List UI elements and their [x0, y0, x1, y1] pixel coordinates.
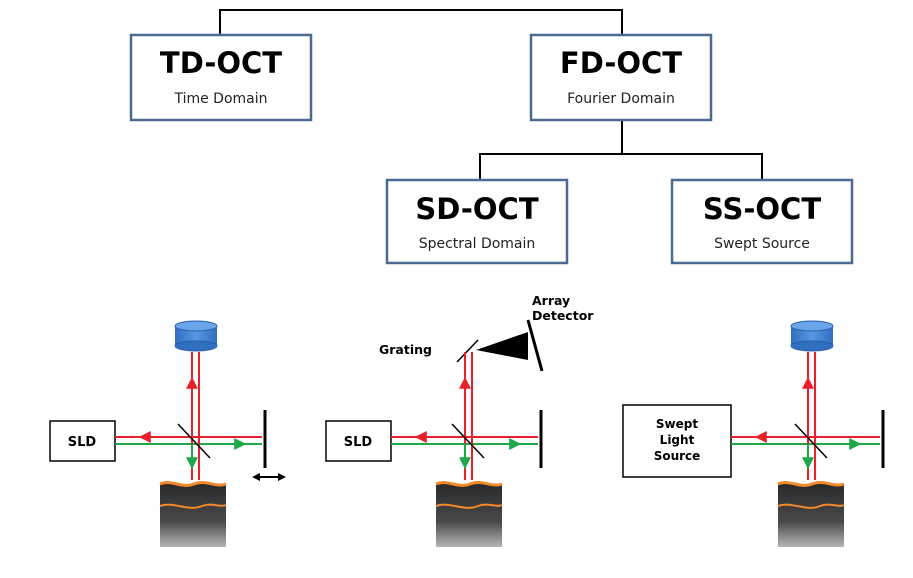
sample-tissue — [159, 480, 227, 547]
ss-oct-title: SS-OCT — [703, 192, 821, 226]
detector-cylinder-icon — [790, 320, 834, 352]
fd-oct-subtitle: Fourier Domain — [567, 91, 675, 107]
ss-oct-setup: Swept Light Source — [622, 320, 885, 547]
grating-label: Grating — [379, 342, 432, 357]
fd-oct-title: FD-OCT — [560, 46, 682, 80]
source-label: Source — [654, 449, 701, 463]
td-oct-subtitle: Time Domain — [173, 91, 267, 107]
fd-oct-node: FD-OCT Fourier Domain — [529, 33, 713, 122]
grating — [456, 339, 479, 363]
swept-label: Swept — [656, 417, 698, 431]
array-detector-plate — [526, 319, 544, 372]
detector-cylinder-icon — [174, 320, 218, 352]
td-oct-title: TD-OCT — [160, 46, 282, 80]
sample-tissue — [777, 480, 845, 547]
swept-light-source-box — [622, 404, 732, 478]
light-label: Light — [660, 433, 695, 447]
sld-label: SLD — [344, 435, 373, 450]
beam-splitter — [177, 423, 211, 459]
detector-label: Detector — [532, 308, 594, 323]
sd-oct-setup: Grating Array Detector SLD — [325, 293, 594, 547]
td-oct-node: TD-OCT Time Domain — [129, 33, 313, 122]
sld-source-box — [49, 420, 116, 462]
ss-oct-node: SS-OCT Swept Source — [670, 178, 854, 265]
sld-label: SLD — [68, 435, 97, 450]
array-detector-wedge — [476, 332, 528, 360]
array-label: Array — [532, 293, 570, 308]
td-oct-setup: SLD — [49, 320, 286, 547]
beam-splitter — [794, 423, 828, 459]
sd-oct-title: SD-OCT — [415, 192, 538, 226]
ss-oct-subtitle: Swept Source — [714, 236, 810, 252]
sld-source-box — [325, 420, 392, 462]
beam-splitter — [451, 423, 485, 459]
sd-oct-node: SD-OCT Spectral Domain — [385, 178, 569, 265]
sd-oct-subtitle: Spectral Domain — [419, 236, 536, 252]
tree-connectors — [219, 9, 763, 180]
sample-tissue — [435, 480, 503, 547]
